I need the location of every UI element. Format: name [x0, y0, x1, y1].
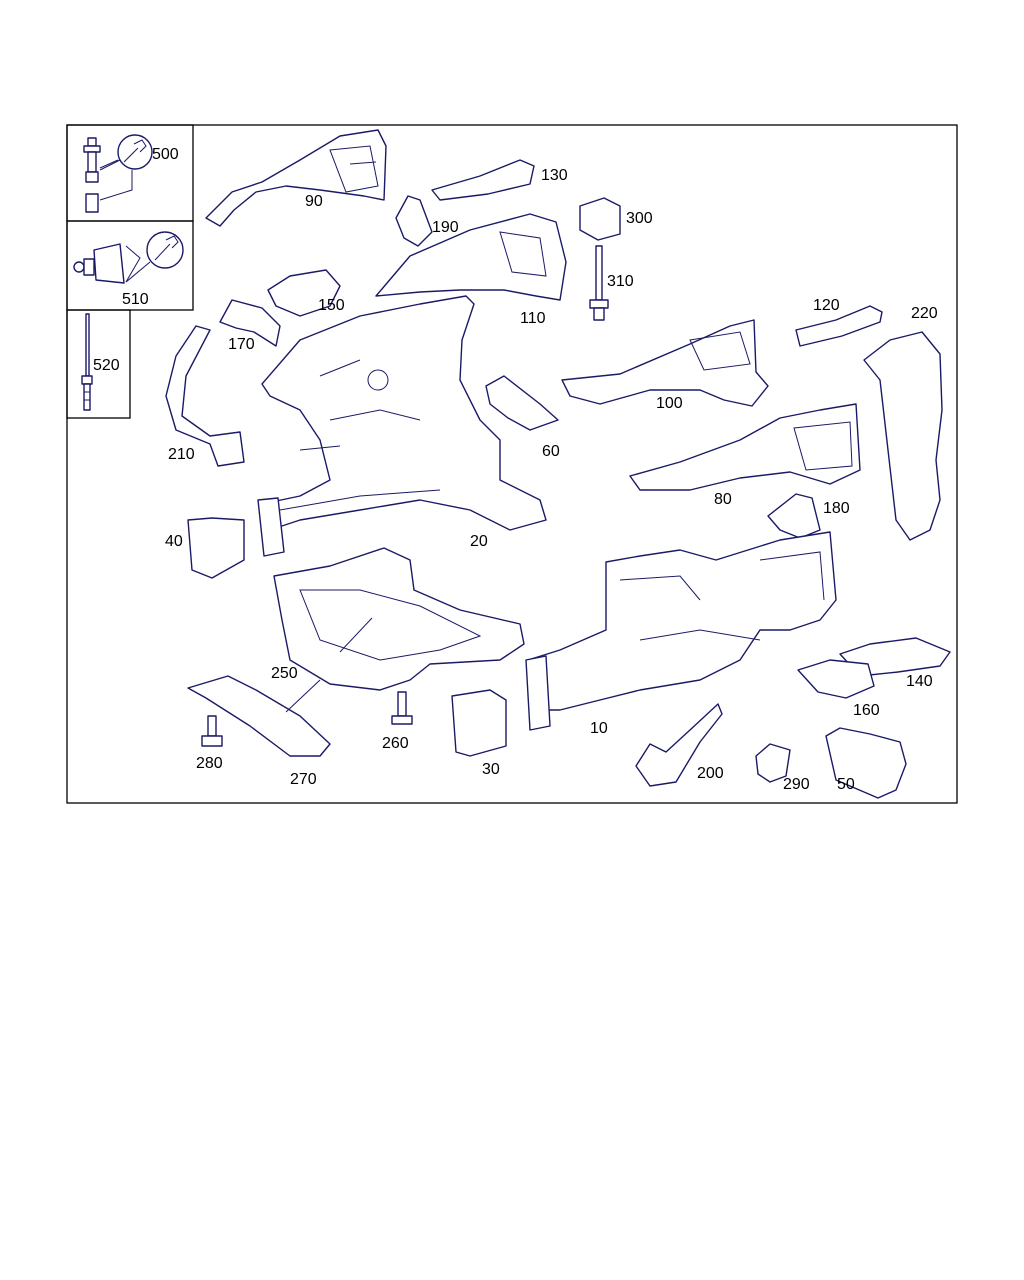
label-30[interactable]: 30: [482, 761, 500, 778]
label-500[interactable]: 500: [152, 146, 179, 163]
part-290[interactable]: [755, 743, 791, 783]
part-500[interactable]: [83, 134, 153, 213]
label-290[interactable]: 290: [783, 776, 810, 793]
part-260[interactable]: [391, 691, 413, 725]
part-110[interactable]: [375, 213, 567, 301]
label-10[interactable]: 10: [590, 720, 608, 737]
part-280[interactable]: [201, 715, 223, 747]
label-310[interactable]: 310: [607, 273, 634, 290]
part-130[interactable]: [431, 159, 535, 201]
part-170[interactable]: [219, 299, 281, 347]
label-200[interactable]: 200: [697, 765, 724, 782]
part-160[interactable]: [797, 659, 875, 699]
part-150[interactable]: [267, 269, 341, 317]
part-180[interactable]: [767, 493, 821, 539]
part-10[interactable]: [525, 531, 837, 731]
label-220[interactable]: 220: [911, 305, 938, 322]
bolt-icon: [589, 245, 609, 321]
label-40[interactable]: 40: [165, 533, 183, 550]
label-140[interactable]: 140: [906, 673, 933, 690]
label-260[interactable]: 260: [382, 735, 409, 752]
leader-250b: [339, 617, 373, 653]
label-20[interactable]: 20: [470, 533, 488, 550]
bolt-icon: [83, 137, 101, 213]
part-40[interactable]: [187, 517, 245, 579]
part-30[interactable]: [451, 689, 507, 757]
label-300[interactable]: 300: [626, 210, 653, 227]
label-160[interactable]: 160: [853, 702, 880, 719]
diagram-frame: [66, 124, 958, 804]
label-60[interactable]: 60: [542, 443, 560, 460]
label-130[interactable]: 130: [541, 167, 568, 184]
rivet-icon: [81, 313, 93, 411]
wrench-icon: [117, 134, 153, 170]
label-90[interactable]: 90: [305, 193, 323, 210]
bolt-icon: [201, 715, 223, 747]
part-120[interactable]: [795, 305, 883, 347]
leader-510: [125, 261, 151, 283]
part-510[interactable]: [73, 231, 184, 284]
label-280[interactable]: 280: [196, 755, 223, 772]
sealant-tube-icon: [73, 243, 141, 284]
part-190[interactable]: [395, 195, 433, 247]
label-100[interactable]: 100: [656, 395, 683, 412]
part-100[interactable]: [561, 319, 769, 407]
wrench-icon: [146, 231, 184, 269]
label-180[interactable]: 180: [823, 500, 850, 517]
label-210[interactable]: 210: [168, 446, 195, 463]
leader-500: [99, 159, 119, 169]
part-300[interactable]: [579, 197, 621, 241]
part-90[interactable]: [205, 129, 387, 227]
label-80[interactable]: 80: [714, 491, 732, 508]
label-120[interactable]: 120: [813, 297, 840, 314]
part-50[interactable]: [825, 727, 907, 799]
label-150[interactable]: 150: [318, 297, 345, 314]
part-220[interactable]: [863, 331, 943, 541]
label-170[interactable]: 170: [228, 336, 255, 353]
label-270[interactable]: 270: [290, 771, 317, 788]
part-310[interactable]: [589, 245, 609, 321]
bolt-icon: [391, 691, 413, 725]
label-190[interactable]: 190: [432, 219, 459, 236]
label-510[interactable]: 510: [122, 291, 149, 308]
part-80[interactable]: [629, 403, 861, 491]
part-20[interactable]: [257, 295, 547, 557]
label-520[interactable]: 520: [93, 357, 120, 374]
part-210[interactable]: [165, 325, 245, 467]
part-200[interactable]: [635, 703, 723, 787]
part-270[interactable]: [187, 675, 331, 757]
leader-250: [285, 679, 321, 713]
part-520[interactable]: [81, 313, 93, 411]
label-50[interactable]: 50: [837, 776, 855, 793]
part-60[interactable]: [485, 375, 559, 431]
label-110[interactable]: 110: [520, 310, 546, 327]
part-250[interactable]: [273, 547, 525, 691]
label-250[interactable]: 250: [271, 665, 298, 682]
box-520: [66, 309, 131, 419]
